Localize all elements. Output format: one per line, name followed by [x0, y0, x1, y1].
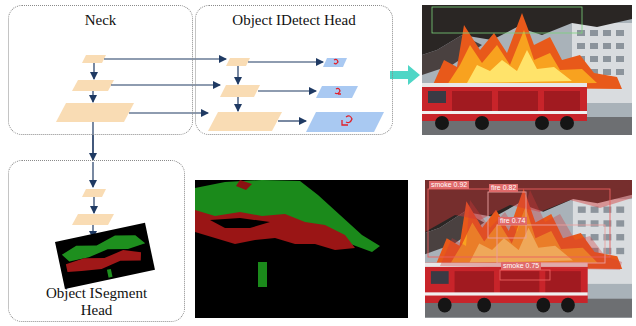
detection-label: fire 0.82	[489, 184, 518, 192]
module-title: Neck	[9, 12, 192, 29]
module-box: Object IDetect Head	[195, 5, 393, 135]
detection-label: smoke 0.75	[501, 262, 541, 270]
module-title: Object IDetect Head	[196, 12, 392, 29]
detection-label: smoke 0.92	[429, 181, 469, 189]
detection-label: fire 0.74	[498, 217, 527, 225]
module-box: Neck	[8, 5, 193, 135]
module-title: Object ISegment Head	[37, 285, 157, 319]
module-box: Object ISegment Head	[8, 160, 185, 322]
connector-arrow	[92, 135, 93, 160]
